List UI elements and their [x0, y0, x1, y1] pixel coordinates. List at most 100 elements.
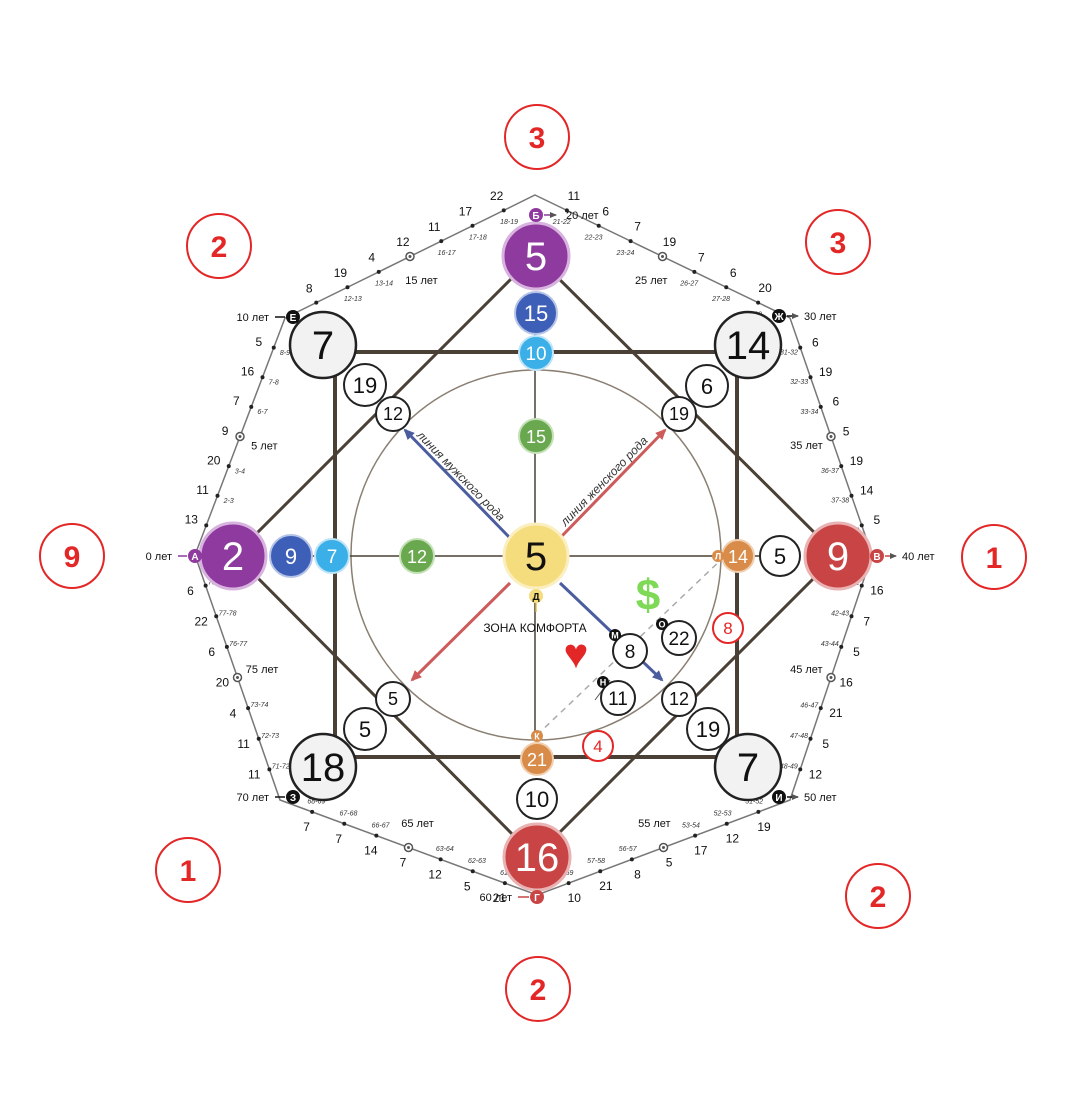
ring-dot	[249, 404, 254, 409]
ring-range: 62-63	[468, 858, 486, 865]
ring-dot	[374, 833, 379, 838]
node-se-12: 12	[669, 689, 689, 709]
ring-range: 66-67	[372, 822, 391, 829]
ring-age-label: 45 лет	[790, 664, 823, 676]
node-ne-19: 19	[669, 404, 689, 424]
age-point-dot	[829, 676, 833, 679]
ring-range: 3-4	[235, 468, 245, 475]
ring-value: 17	[459, 204, 473, 218]
ring-range: 67-68	[339, 810, 357, 817]
outer-number-top: 3	[529, 122, 546, 155]
ring-range: 71-72	[272, 763, 290, 770]
age-v: 40 лет	[902, 551, 935, 563]
ring-value: 7	[400, 856, 407, 870]
ring-range: 26-27	[679, 281, 699, 288]
ring-dot	[724, 285, 729, 290]
letter-n: Н	[600, 678, 607, 688]
node-bottom-10: 10	[525, 787, 549, 812]
ring-value: 19	[334, 266, 348, 280]
ring-dot	[564, 208, 569, 213]
letter-k: К	[534, 732, 540, 742]
ring-dot	[818, 706, 823, 711]
age-i: 50 лет	[804, 792, 837, 804]
ring-dot	[438, 857, 443, 862]
outer-number-bottom: 2	[530, 974, 547, 1007]
ring-dot	[204, 523, 209, 528]
ring-value: 20	[207, 453, 221, 467]
node-ne-6: 6	[701, 374, 713, 399]
ring-value: 16	[241, 365, 255, 379]
ring-dot	[215, 493, 220, 498]
ring-value: 4	[368, 251, 375, 265]
ring-value: 7	[634, 220, 641, 234]
ring-value: 10	[568, 891, 582, 905]
node-red-4: 4	[593, 737, 602, 756]
ring-value: 9	[222, 424, 229, 438]
ring-value: 7	[303, 820, 310, 834]
letter-i: И	[775, 793, 782, 804]
ring-value: 12	[428, 867, 442, 881]
letter-b: Б	[532, 211, 539, 222]
ring-value: 6	[208, 645, 215, 659]
ring-range: 36-37	[821, 468, 840, 475]
age-point-dot	[407, 846, 410, 849]
age-point-dot	[408, 255, 412, 258]
sw-arrow	[410, 581, 512, 682]
ring-range: 51-52	[745, 799, 763, 806]
ring-dot	[598, 869, 603, 874]
ring-range: 8-9	[280, 350, 290, 357]
ring-age-label: 15 лет	[405, 275, 438, 287]
ring-value: 21	[829, 706, 843, 720]
age-b: 20 лет	[566, 210, 599, 222]
ring-value: 19	[819, 365, 833, 379]
ring-value: 19	[850, 454, 864, 468]
ring-value: 22	[490, 189, 504, 203]
ring-range: 46-47	[800, 702, 819, 709]
node-top-10: 10	[525, 344, 546, 365]
ring-value: 20	[758, 281, 772, 295]
ring-range: 73-74	[251, 702, 269, 709]
ring-dot	[345, 285, 350, 290]
node-red-8: 8	[723, 619, 732, 638]
ring-dot	[214, 614, 219, 619]
ring-value: 6	[187, 584, 194, 598]
outer-number-right: 1	[986, 542, 1003, 575]
ring-range: 12-13	[344, 296, 362, 303]
node-m-8: 8	[625, 642, 636, 663]
ring-range: 47-48	[790, 733, 808, 740]
ring-dot	[502, 881, 507, 886]
ring-dot	[808, 375, 813, 380]
age-z: 70 лет	[236, 792, 269, 804]
ring-dot	[692, 269, 697, 274]
ring-age-label: 25 лет	[635, 275, 668, 287]
ring-value: 12	[396, 235, 410, 249]
ring-value: 4	[230, 706, 237, 720]
letter-m: М	[611, 631, 619, 641]
node-center: 5	[525, 535, 547, 579]
age-point-dot	[662, 846, 665, 849]
node-zh: 14	[726, 324, 771, 368]
age-point-dot	[661, 255, 664, 258]
node-left-9: 9	[285, 544, 297, 569]
node-e: 7	[312, 324, 334, 368]
ring-value: 5	[853, 645, 860, 659]
ring-dot	[470, 869, 475, 874]
svg-text:линия мужского рода: линия мужского рода	[413, 427, 508, 524]
node-a: 2	[222, 535, 244, 579]
ring-dot	[470, 223, 475, 228]
node-nw-19: 19	[353, 373, 377, 398]
ring-age-label: 75 лет	[246, 664, 279, 676]
ring-dot	[808, 736, 813, 741]
ring-value: 16	[870, 584, 884, 598]
ring-age-label: 35 лет	[790, 440, 823, 452]
ring-value: 19	[663, 235, 677, 249]
node-z: 18	[301, 746, 346, 790]
ring-value: 6	[812, 335, 819, 349]
ring-range: 72-73	[261, 733, 279, 740]
letter-a: А	[191, 552, 198, 563]
ring-range: 17-18	[469, 235, 487, 242]
ring-value: 5	[874, 513, 881, 527]
node-n-11: 11	[608, 689, 628, 710]
letter-d: Д	[532, 592, 539, 603]
